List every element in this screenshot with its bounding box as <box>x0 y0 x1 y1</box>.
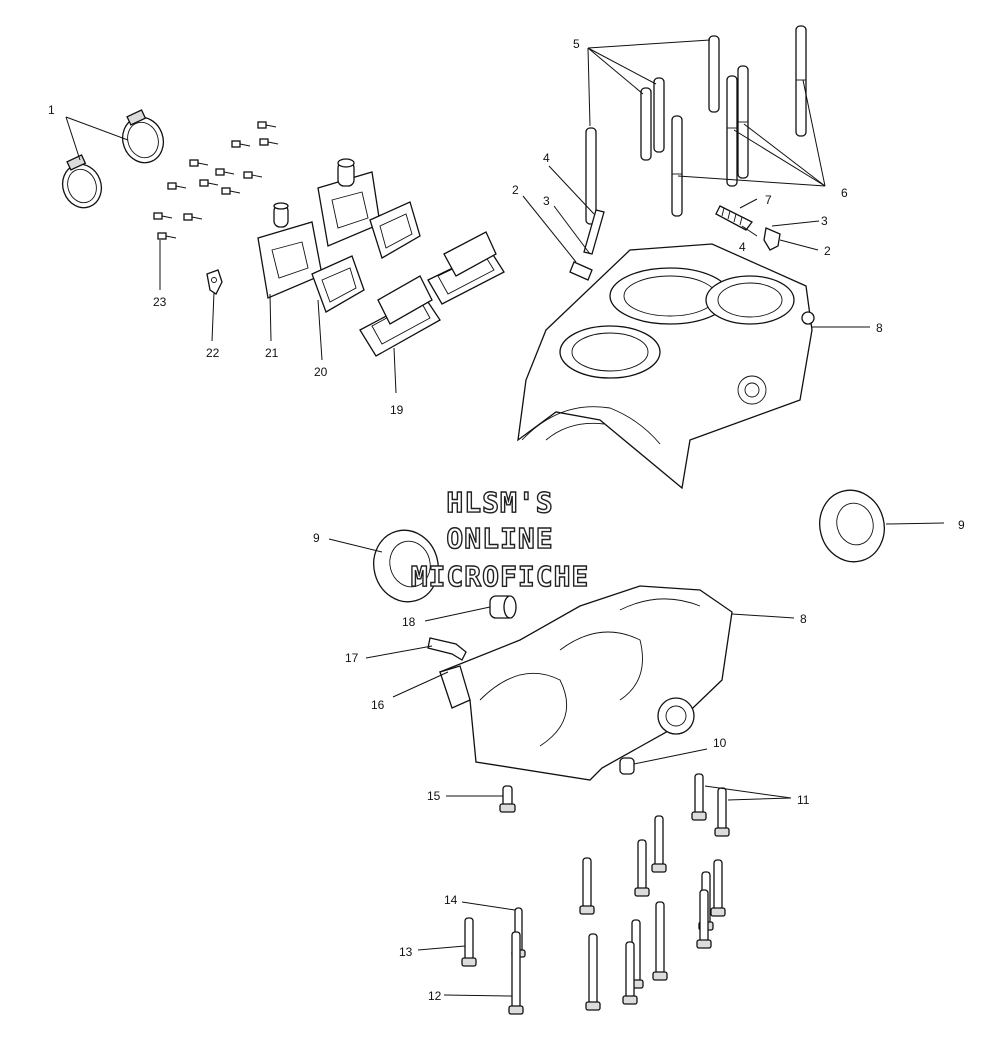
callout-5: 5 <box>573 37 580 51</box>
watermark-line-3: MICROFICHE <box>411 560 590 593</box>
reed-block-part <box>359 231 505 357</box>
watermark-line-1: HLSM'S <box>446 486 553 519</box>
callout-22: 22 <box>206 346 220 360</box>
plug-part <box>619 757 635 775</box>
callout-13: 13 <box>399 945 413 959</box>
callout-3a: 3 <box>543 194 550 208</box>
spacer-part <box>311 201 421 313</box>
callout-3b: 3 <box>821 214 828 228</box>
callout-16: 16 <box>371 698 385 712</box>
callout-6: 6 <box>841 186 848 200</box>
upper-crankcase-part <box>517 243 815 490</box>
callout-4a: 4 <box>543 151 550 165</box>
callout-19: 19 <box>390 403 404 417</box>
callout-9b: 9 <box>958 518 965 532</box>
reed-adapter-part <box>257 158 381 299</box>
fitting-part <box>569 205 781 281</box>
callout-8b: 8 <box>800 612 807 626</box>
stud-part <box>585 25 807 225</box>
callout-23: 23 <box>153 295 167 309</box>
lower-crankcase-part <box>438 585 733 781</box>
bushing-part <box>489 595 517 619</box>
callout-2b: 2 <box>824 244 831 258</box>
clip-part <box>206 269 223 295</box>
callout-20: 20 <box>314 365 328 379</box>
callout-9a: 9 <box>313 531 320 545</box>
callout-1: 1 <box>48 103 55 117</box>
callout-8a: 8 <box>876 321 883 335</box>
watermark: HLSM'S ONLINE MICROFICHE <box>410 485 590 593</box>
callout-18: 18 <box>402 615 416 629</box>
small-bolts-part <box>153 121 279 240</box>
callout-17: 17 <box>345 651 359 665</box>
seal-part <box>373 489 885 603</box>
hose-clamp-part <box>61 109 165 209</box>
elbow-fitting-part <box>427 637 467 661</box>
callout-10: 10 <box>713 736 727 750</box>
callout-21: 21 <box>265 346 279 360</box>
crankcase-bolts-part <box>461 773 730 1015</box>
callout-2a: 2 <box>512 183 519 197</box>
callout-12: 12 <box>428 989 442 1003</box>
callout-7: 7 <box>765 193 772 207</box>
leader-lines <box>65 39 945 997</box>
callout-labels: 1 2 2 3 3 4 4 5 6 7 8 8 9 9 10 11 12 13 … <box>48 37 965 1003</box>
watermark-line-2: ONLINE <box>446 522 553 555</box>
callout-4b: 4 <box>739 240 746 254</box>
callout-11: 11 <box>797 793 810 807</box>
callout-15: 15 <box>427 789 441 803</box>
callout-14: 14 <box>444 893 458 907</box>
